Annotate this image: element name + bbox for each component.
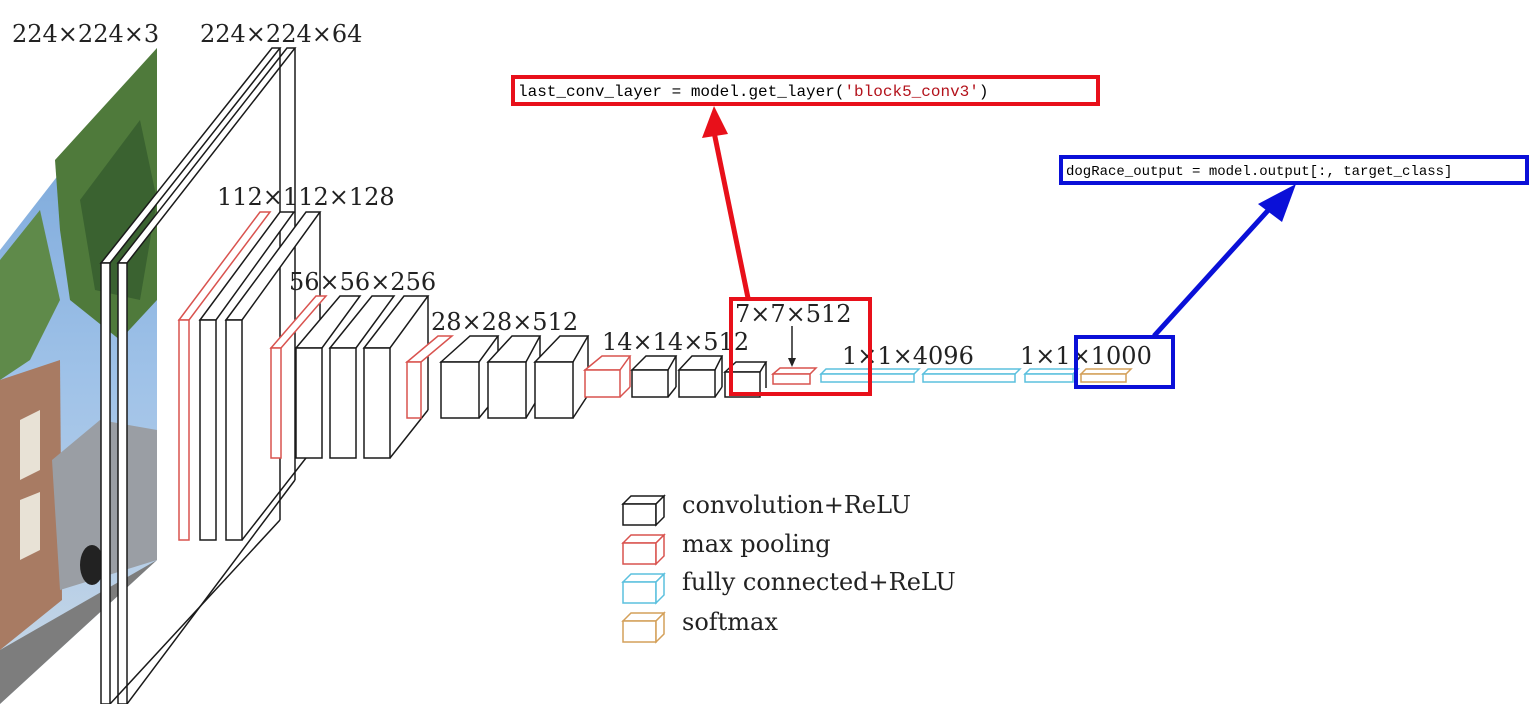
- arrow-to-last-conv-code: [711, 131, 751, 299]
- legend-item-fc: fully connected+ReLU: [621, 568, 956, 605]
- layer-dim-28: 28×28×512: [431, 308, 578, 336]
- fc-layers: [819, 368, 1080, 383]
- layer-dim-7: 7×7×512: [735, 300, 852, 328]
- layer-dim-4096: 1×1×4096: [842, 342, 974, 370]
- layer-dim-56: 56×56×256: [289, 268, 436, 296]
- layer-dim-112: 112×112×128: [217, 183, 395, 211]
- code-last-conv-suffix: ): [979, 83, 989, 101]
- legend-label-fc: fully connected+ReLU: [682, 568, 956, 596]
- code-last-conv: last_conv_layer = model.get_layer('block…: [518, 83, 988, 101]
- legend-label-softmax: softmax: [682, 608, 778, 636]
- code-box-last-conv: [511, 75, 1100, 106]
- input-image: [0, 48, 157, 704]
- code-output: dogRace_output = model.output[:, target_…: [1066, 164, 1452, 180]
- pool-block-56: [269, 295, 430, 459]
- softmax-layer: [1079, 368, 1133, 383]
- legend-item-conv: convolution+ReLU: [621, 491, 911, 527]
- legend-label-conv: convolution+ReLU: [682, 491, 911, 519]
- code-last-conv-string: 'block5_conv3': [844, 83, 978, 101]
- legend-item-softmax: softmax: [621, 608, 778, 644]
- legend: convolution+ReLU max pooling fully conne…: [621, 491, 956, 644]
- arrowhead-blue: [1258, 184, 1296, 222]
- legend-item-pool: max pooling: [621, 530, 831, 566]
- layer-dim-1000: 1×1×1000: [1020, 342, 1152, 370]
- pool-block-14: [582, 355, 768, 398]
- code-box-output: [1059, 155, 1529, 185]
- layer-dim-input: 224×224×3: [12, 20, 159, 48]
- layer-dim-14: 14×14×512: [602, 328, 749, 356]
- pointer-arrowhead: [788, 358, 796, 367]
- arrowhead-red: [702, 106, 728, 138]
- pool-block-7: [770, 367, 818, 385]
- layer-dim-224-64: 224×224×64: [200, 20, 362, 48]
- highlight-box-output: [1074, 335, 1175, 389]
- legend-label-pool: max pooling: [682, 530, 831, 558]
- code-last-conv-prefix: last_conv_layer = model.get_layer(: [518, 83, 844, 101]
- pool-block-28: [404, 335, 590, 419]
- conv-block-224: [99, 47, 297, 704]
- highlight-box-last-conv: [729, 297, 872, 396]
- arrow-to-output-code: [1152, 204, 1274, 338]
